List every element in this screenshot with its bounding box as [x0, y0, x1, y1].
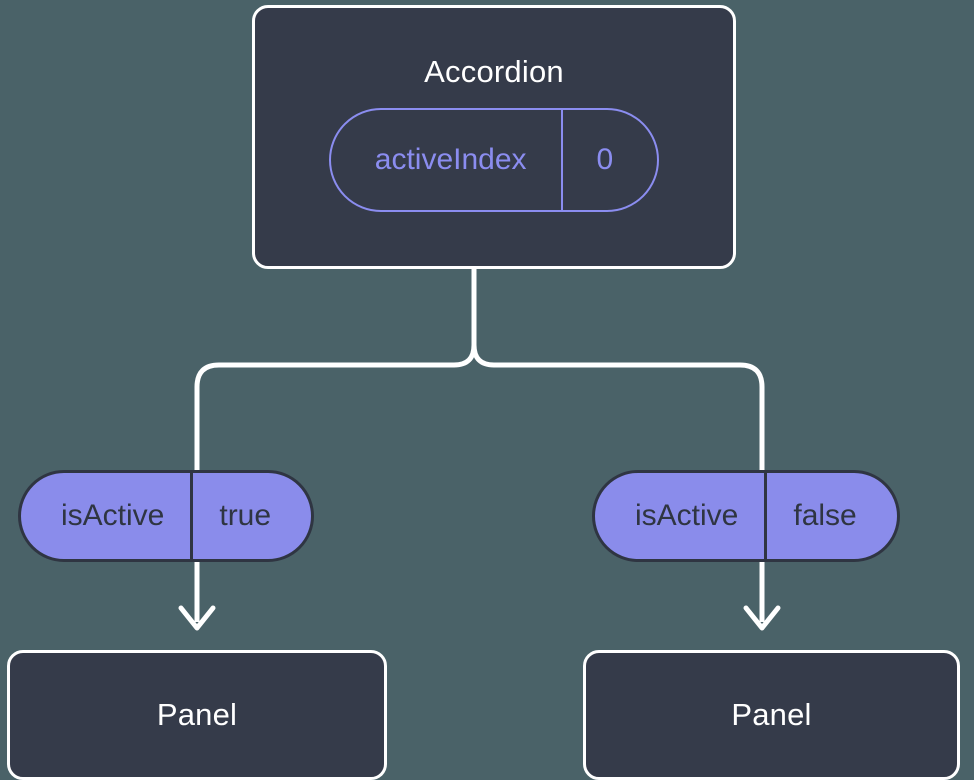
- state-pill-key: activeIndex: [374, 143, 527, 176]
- prop-pill-key-left: isActive: [61, 499, 165, 532]
- node-accordion[interactable]: Accordion activeIndex 0: [252, 5, 736, 269]
- node-panel-right[interactable]: Panel: [583, 650, 960, 780]
- branch-connector-path: [194, 266, 477, 473]
- prop-pill-value-right: false: [764, 473, 896, 559]
- prop-pill-key-right: isActive: [635, 499, 739, 532]
- state-pill-active-index[interactable]: activeIndex 0: [328, 108, 660, 212]
- prop-pill-is-active-false[interactable]: isActive false: [592, 470, 900, 562]
- node-panel-left-title: Panel: [156, 697, 238, 732]
- node-accordion-title: Accordion: [424, 54, 564, 89]
- node-panel-left[interactable]: Panel: [7, 650, 387, 780]
- state-pill-value: 0: [560, 110, 658, 210]
- prop-pill-is-active-true[interactable]: isActive true: [18, 470, 315, 562]
- arrow-head-left: [178, 605, 216, 631]
- node-panel-right-title: Panel: [731, 697, 812, 732]
- arrow-head-right: [743, 605, 781, 631]
- branch-connector-path-right: [471, 266, 765, 473]
- prop-pill-value-left: true: [190, 473, 311, 559]
